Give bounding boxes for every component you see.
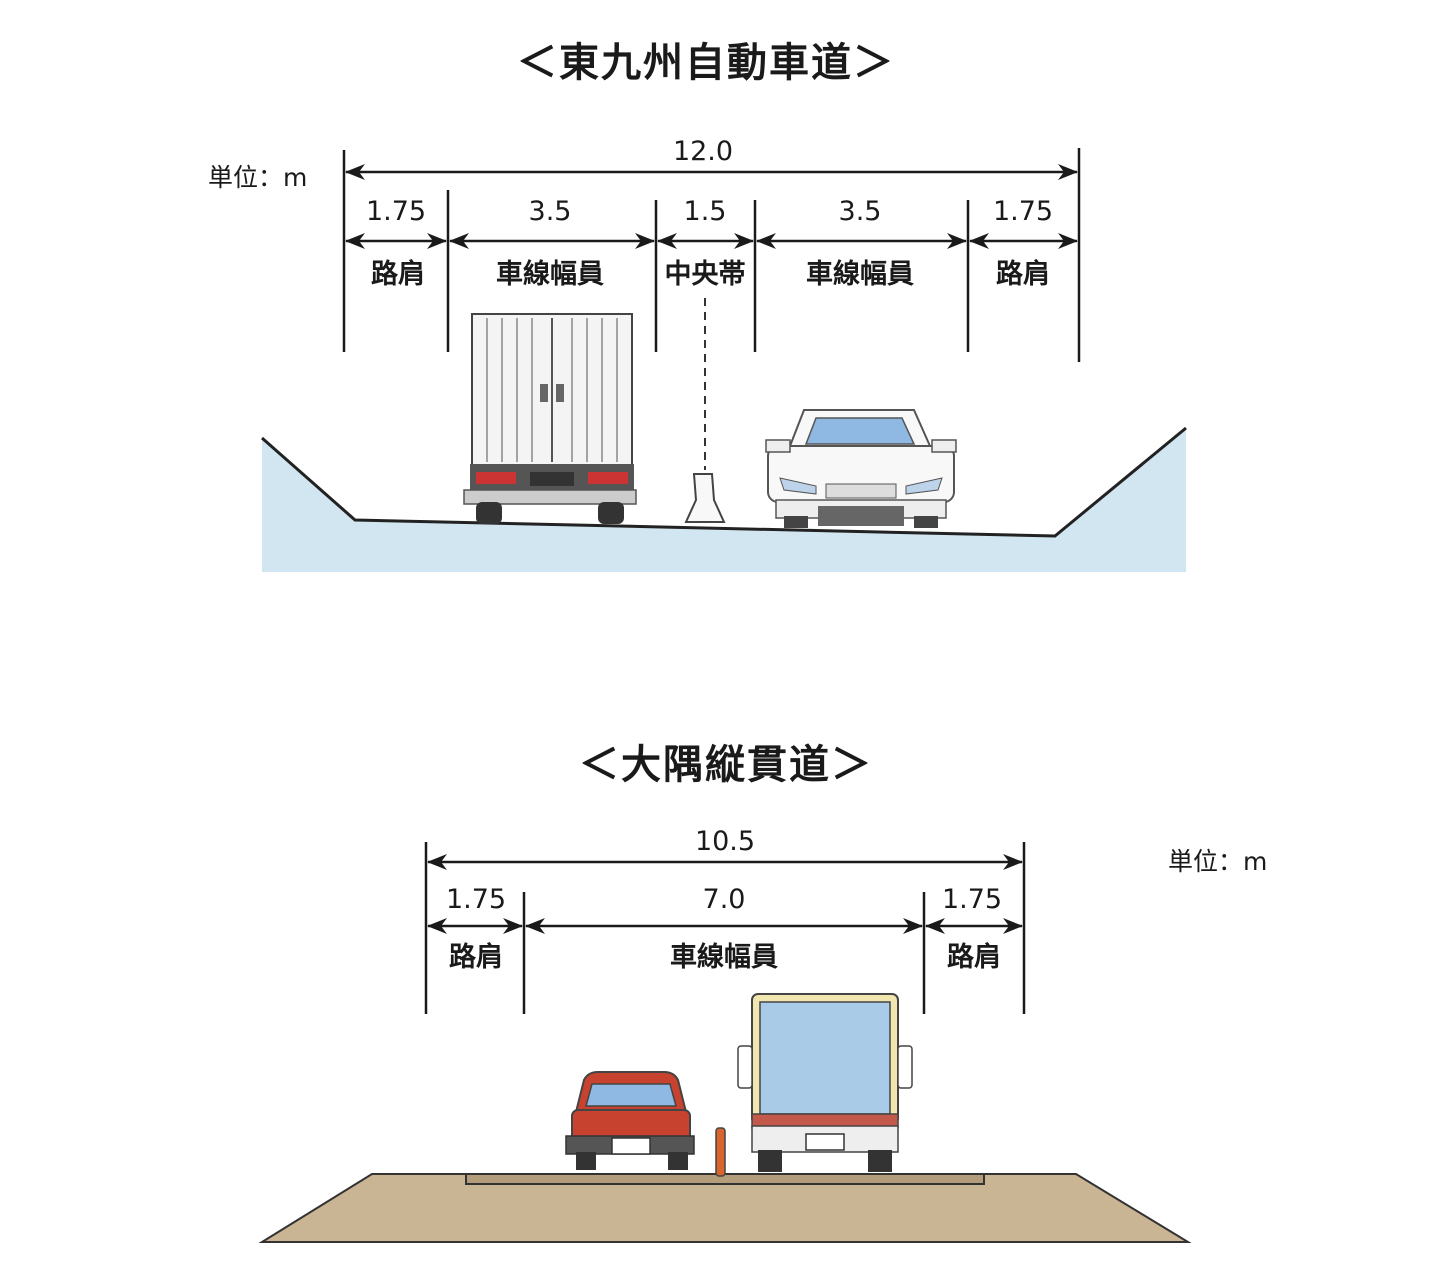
title-osumi-jukando: ＜大隅縦貫道＞	[579, 742, 873, 788]
top-seg5-label: 路肩	[996, 258, 1050, 290]
top-seg3-width: 1.5	[684, 196, 727, 227]
top-seg1-width: 1.75	[366, 196, 426, 227]
unit-label-bottom: 単位：m	[1168, 847, 1268, 876]
bottom-seg2-label: 車線幅員	[670, 941, 778, 973]
truck-icon	[463, 313, 637, 524]
bollard-icon	[715, 1127, 726, 1177]
top-road-surface	[261, 426, 1187, 538]
top-seg5-width: 1.75	[993, 196, 1053, 227]
top-seg2-width: 3.5	[529, 196, 572, 227]
unit-label-top: 単位：m	[208, 163, 308, 192]
median-barrier-icon	[684, 473, 726, 523]
bottom-dimension-ticks	[424, 842, 1026, 1014]
bottom-seg1-label: 路肩	[449, 941, 503, 973]
bottom-cross-section: 10.5 1.75 7.0 1.75 路肩 車線幅員 路肩	[258, 826, 1192, 1243]
top-seg3-label: 中央帯	[665, 258, 746, 290]
top-seg1-label: 路肩	[371, 258, 425, 290]
top-total-width: 12.0	[673, 136, 733, 167]
bottom-seg3-label: 路肩	[947, 941, 1001, 973]
top-seg4-width: 3.5	[839, 196, 882, 227]
bottom-seg3-width: 1.75	[942, 884, 1002, 915]
top-dimension-ticks	[342, 148, 1081, 362]
bottom-seg2-width: 7.0	[703, 884, 746, 915]
top-seg4-label: 車線幅員	[806, 258, 914, 290]
top-seg2-label: 車線幅員	[496, 258, 604, 290]
bottom-seg1-width: 1.75	[446, 884, 506, 915]
top-cross-section: 12.0 1.75 3.5 1.5 3.5 1.75 路肩 車線幅員 中央帯 車…	[261, 136, 1187, 572]
top-ground	[262, 428, 1186, 572]
title-higashi-kyushu: ＜東九州自動車道＞	[517, 40, 895, 86]
car-front-icon	[765, 409, 957, 528]
bottom-total-width: 10.5	[695, 826, 755, 857]
red-car-icon	[565, 1071, 695, 1170]
bus-icon	[737, 993, 913, 1172]
